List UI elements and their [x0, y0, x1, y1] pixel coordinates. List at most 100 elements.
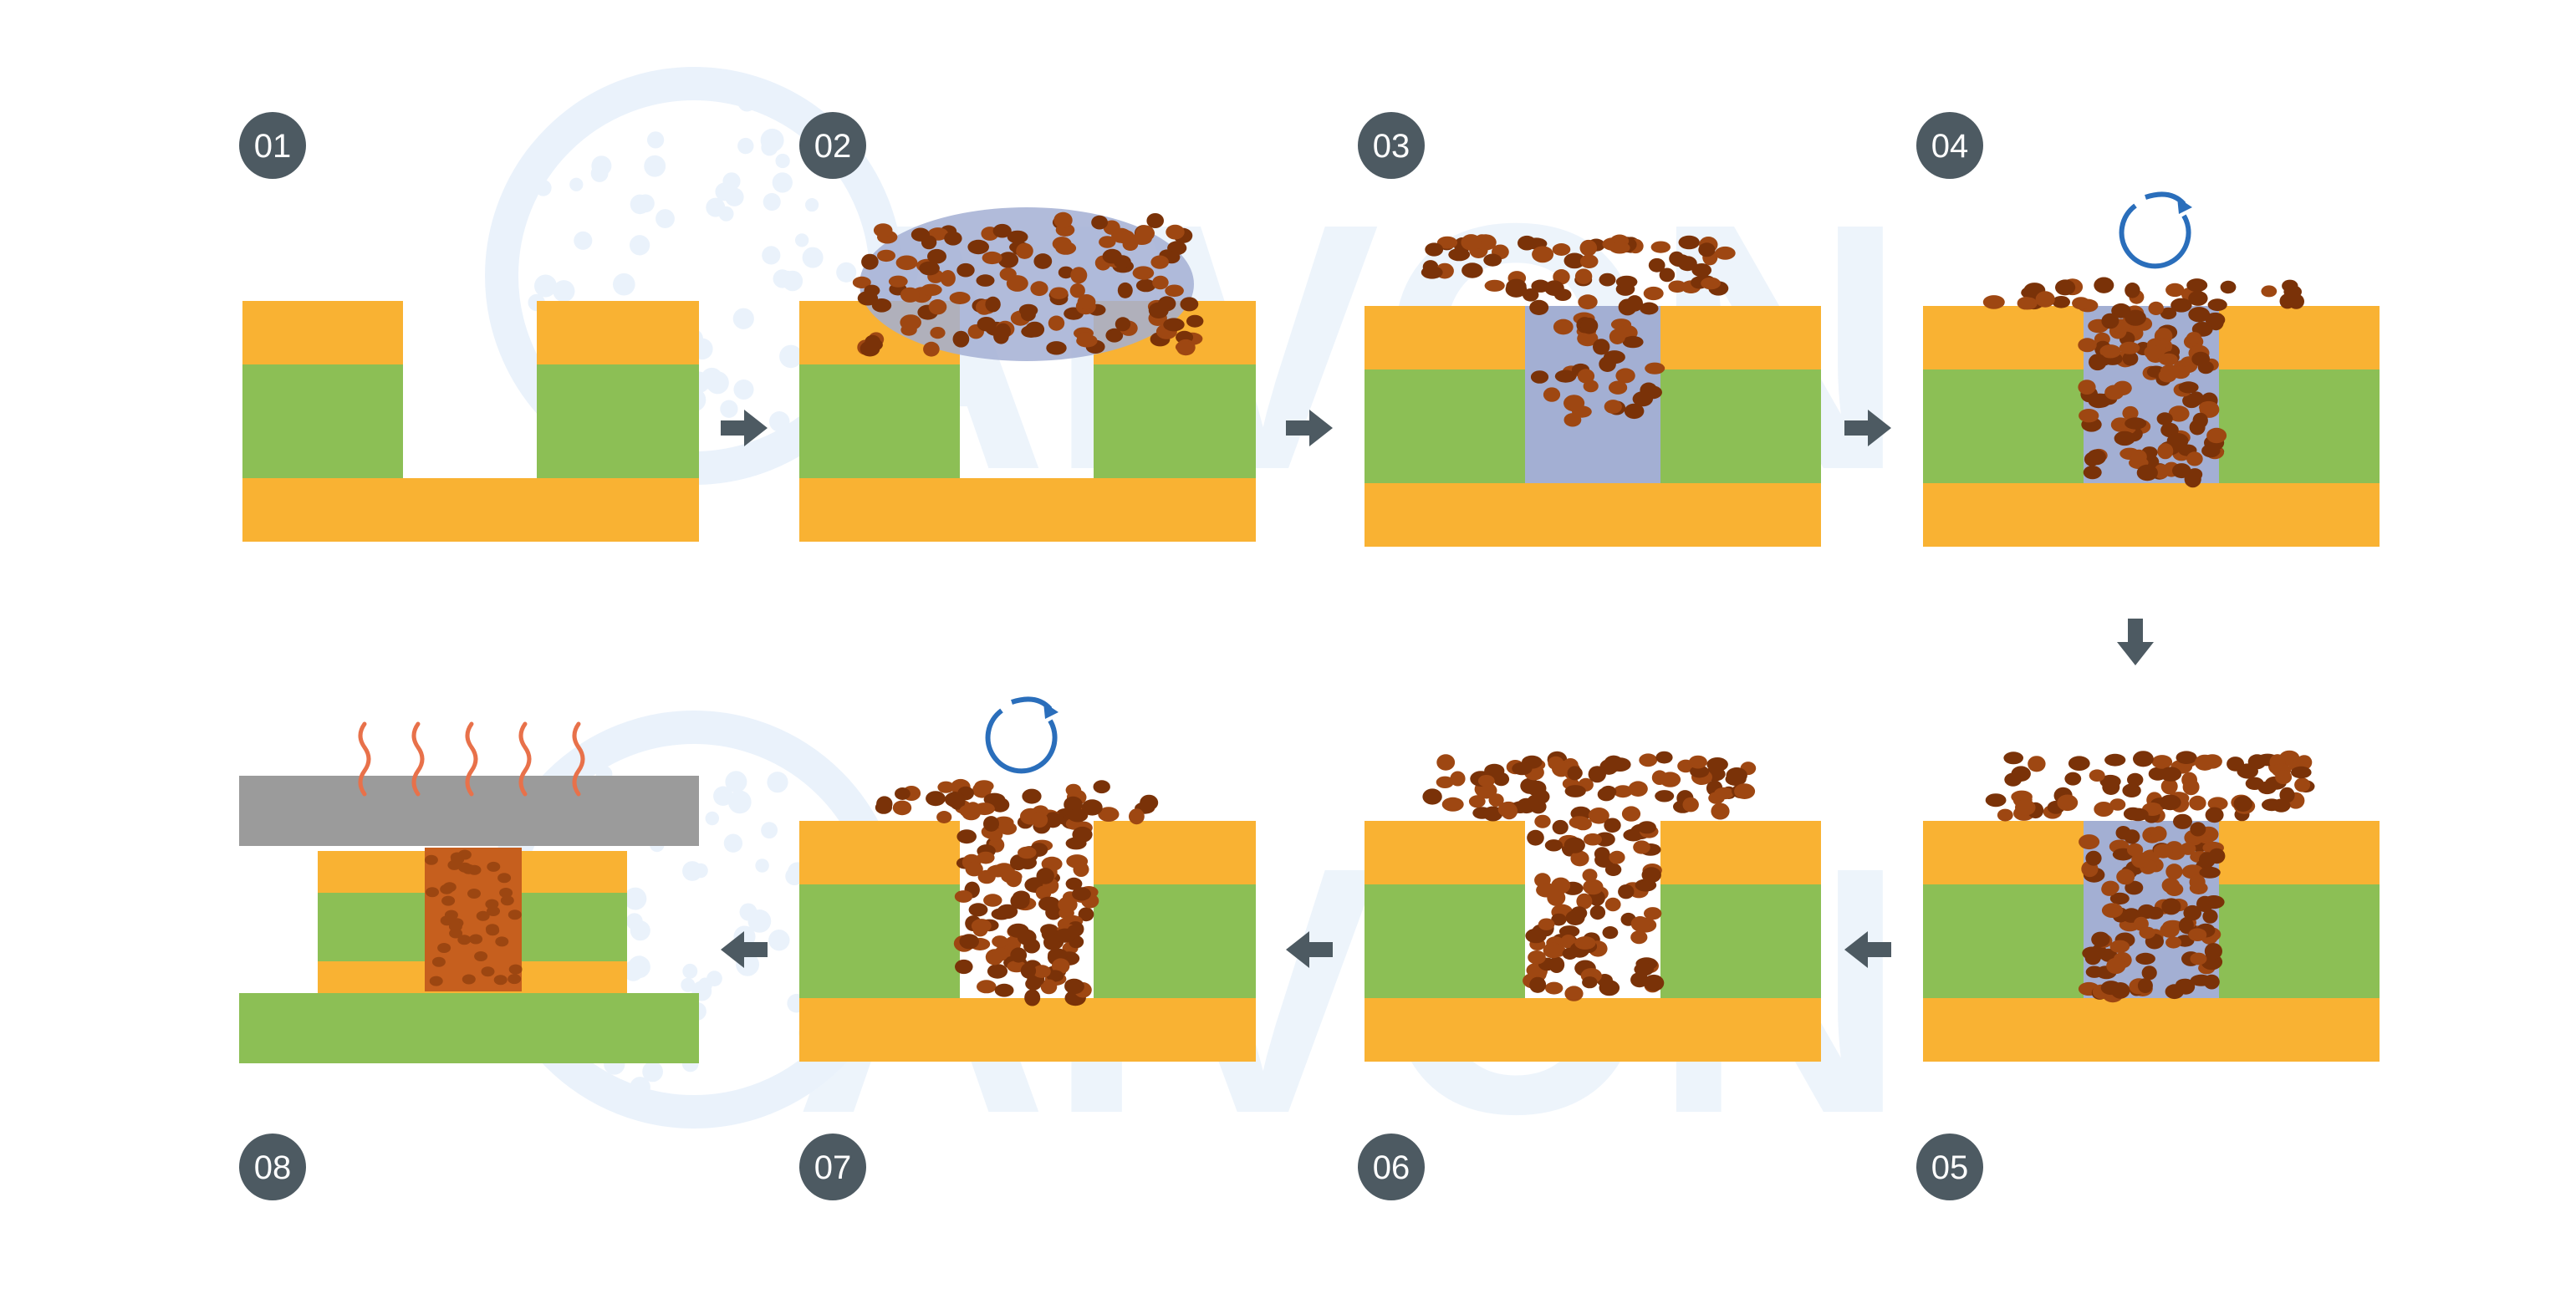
paste-particle — [2194, 754, 2216, 771]
paste-particle — [2168, 405, 2190, 422]
paste-particle — [1053, 211, 1073, 229]
paste-particle — [2109, 892, 2130, 905]
paste-particle — [1564, 785, 1586, 797]
paste-particle — [2158, 353, 2178, 366]
bottom-copper-layer — [1923, 998, 2380, 1062]
paste-particles — [1523, 814, 1665, 1001]
paste-particle — [1506, 278, 1527, 294]
paste-particles — [1523, 286, 1665, 427]
paste-particles — [852, 211, 1204, 357]
paste-particle — [2160, 922, 2180, 938]
paste-particle — [2122, 405, 2139, 420]
paste-particle — [2161, 878, 2181, 894]
paste-particle — [1618, 884, 1635, 899]
paste-particle — [1579, 239, 1598, 257]
paste-particle — [1006, 275, 1028, 292]
paste-particle — [1567, 766, 1583, 781]
step-badge: 04 — [1916, 112, 1983, 179]
paste-particle — [1052, 958, 1070, 974]
paste-particle — [1024, 989, 1041, 1006]
paste-particle — [982, 251, 1002, 265]
paste-particle — [1461, 262, 1483, 278]
paste-particle — [2122, 351, 2139, 366]
paste-particle — [1630, 930, 1648, 945]
paste-particle — [1552, 243, 1571, 256]
paste-particle — [1569, 816, 1590, 829]
paste-particle — [1436, 754, 1456, 771]
paste-particle — [2196, 895, 2214, 913]
paste-particle — [1064, 978, 1083, 992]
paste-particle — [1077, 332, 1094, 347]
paste-particle — [2151, 755, 2173, 769]
paste-particle — [1532, 246, 1554, 263]
paste-particle — [991, 908, 1012, 920]
paste-particle — [1668, 280, 1686, 293]
paste-particle — [1529, 976, 1547, 993]
paste-particle — [2101, 313, 2119, 329]
paste-particle — [1997, 808, 2013, 822]
paste-particle — [1650, 241, 1671, 253]
paste-particle — [1698, 242, 1716, 257]
paste-particle — [976, 274, 995, 287]
paste-particle — [1645, 362, 1665, 374]
paste-particle — [2125, 283, 2140, 298]
paste-particle — [1512, 762, 1533, 776]
step-badge-label: 07 — [814, 1149, 852, 1186]
paste-particle — [1425, 242, 1444, 257]
flow-arrow-icon — [721, 931, 768, 968]
paste-particle — [2085, 850, 2102, 866]
step-badge-circle — [1358, 1134, 1425, 1200]
paste-particle — [937, 781, 955, 793]
paste-particle — [921, 283, 942, 296]
step-badge: 06 — [1358, 1134, 1425, 1200]
paste-particle — [1604, 755, 1624, 772]
paste-particle — [1570, 850, 1589, 867]
paste-particle — [930, 327, 946, 339]
paste-particle — [2089, 769, 2105, 782]
paste-particle — [1563, 837, 1585, 853]
step-badge-label: 08 — [254, 1149, 292, 1186]
paste-particle — [2068, 756, 2090, 771]
paste-particle — [1563, 252, 1586, 269]
paste-particle — [983, 816, 999, 832]
paste-particle — [2090, 393, 2111, 408]
paste-particle — [2028, 756, 2046, 772]
paste-particle — [992, 935, 1008, 948]
flow-arrow-icon — [1286, 931, 1333, 968]
paste-particle — [1186, 314, 1204, 328]
paste-particle — [1018, 846, 1037, 859]
paste-particle — [1599, 273, 1616, 287]
step-badge-circle — [1916, 112, 1983, 179]
paste-particle — [900, 287, 920, 303]
paste-particle — [1551, 913, 1567, 926]
substrate-left — [242, 364, 403, 478]
paste-particle — [1624, 403, 1645, 420]
paste-particle — [911, 227, 930, 242]
paste-particle — [2160, 767, 2182, 782]
paste-particle — [1634, 962, 1654, 976]
paste-particle — [1589, 905, 1606, 920]
paste-particle — [1570, 906, 1588, 920]
paste-particle — [2102, 779, 2120, 795]
paste-particle — [1701, 277, 1721, 290]
paste-particle — [1475, 234, 1497, 251]
paste-particle — [959, 804, 978, 818]
paste-particle — [2190, 974, 2212, 986]
paste-particle — [2190, 952, 2207, 965]
paste-particle — [1483, 253, 1502, 267]
paste-particle — [2186, 451, 2203, 466]
paste-particle — [992, 223, 1012, 238]
process-panels — [239, 191, 2380, 1063]
paste-particle — [1468, 795, 1486, 808]
paste-particle — [1576, 893, 1593, 909]
paste-particle — [2127, 843, 2144, 857]
paste-particle — [1622, 335, 1644, 349]
paste-particle — [1583, 879, 1604, 895]
paste-particle — [1577, 369, 1595, 384]
paste-particle — [2144, 345, 2162, 359]
paste-particle — [2205, 807, 2224, 823]
paste-particle — [2125, 417, 2147, 430]
paste-particle — [2136, 464, 2158, 481]
paste-particle — [1553, 318, 1574, 335]
paste-particle — [1484, 279, 1505, 292]
